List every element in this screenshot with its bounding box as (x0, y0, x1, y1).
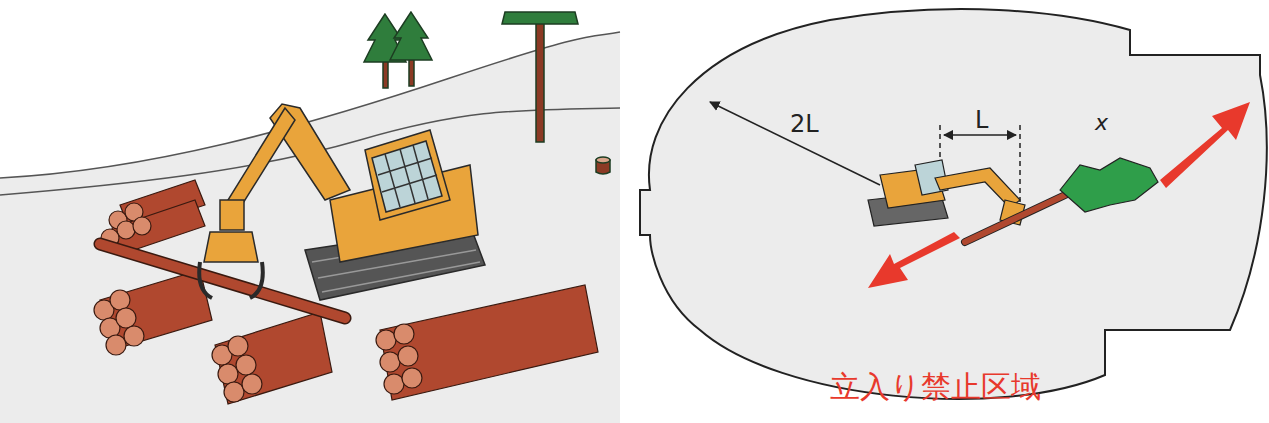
ground (0, 32, 620, 423)
grapple-excavator-top (868, 158, 1158, 242)
grapple-excavator (199, 104, 485, 300)
zone-label: 立入り禁止区域 (830, 372, 1041, 402)
radius-arrow (710, 102, 880, 185)
tree-mark: x (1095, 112, 1108, 134)
restricted-area-outline (640, 9, 1267, 399)
length-dimension: L (975, 108, 988, 132)
radius-dimension: 2L (790, 112, 819, 136)
dimension-arrow (944, 134, 1016, 136)
dimension-guide (1019, 125, 1021, 215)
left-scene (0, 12, 620, 423)
right-scene (640, 9, 1267, 399)
direction-arrows (868, 102, 1250, 288)
